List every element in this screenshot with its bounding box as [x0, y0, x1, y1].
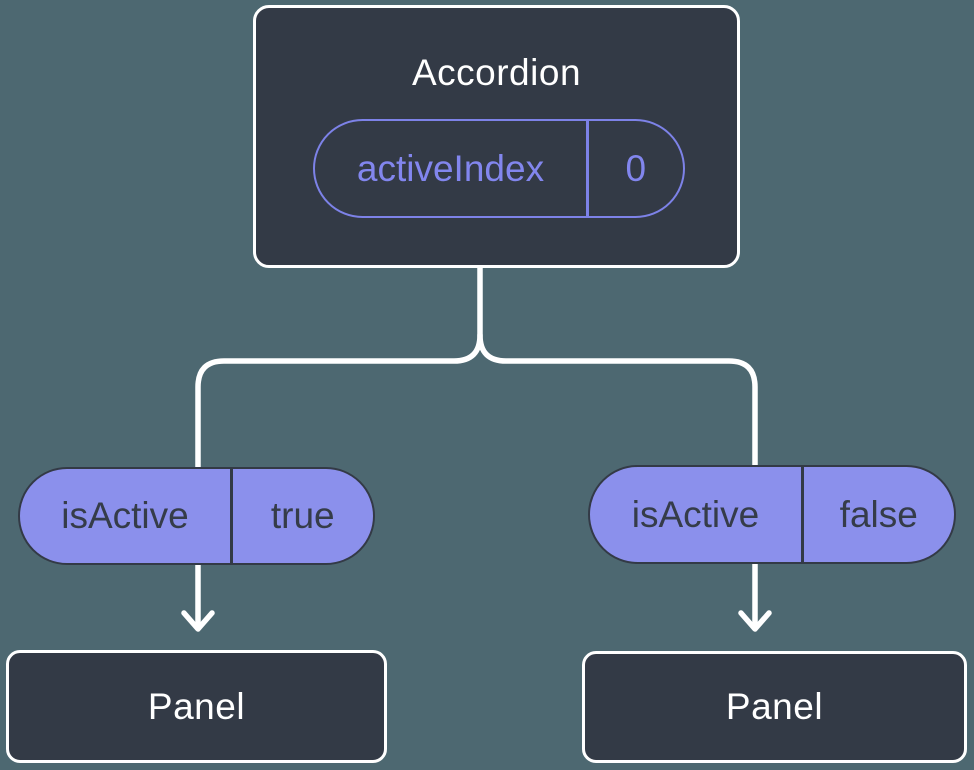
pill-divider	[586, 121, 589, 216]
arrow-down-icon	[738, 610, 772, 632]
pill-divider	[801, 467, 804, 562]
prop-value: true	[270, 495, 335, 536]
prop-name: isActive	[61, 495, 189, 536]
arrow-down-icon	[181, 610, 215, 632]
panel-node-left: Panel	[6, 650, 387, 763]
isactive-prop-pill-left: isActive true	[18, 467, 375, 565]
isactive-prop-pill-right: isActive false	[588, 465, 956, 564]
fork-connector-left	[195, 263, 483, 473]
prop-name: isActive	[631, 493, 760, 535]
accordion-node-title: Accordion	[411, 52, 582, 93]
prop-value: 0	[625, 147, 647, 189]
prop-name: activeIndex	[356, 147, 545, 189]
panel-title: Panel	[725, 686, 824, 727]
pill-divider	[230, 469, 233, 563]
activeindex-prop-pill: activeIndex 0	[313, 119, 685, 218]
fork-connector-right	[477, 332, 758, 471]
panel-title: Panel	[147, 685, 246, 727]
panel-node-right: Panel	[582, 651, 967, 763]
prop-value: false	[839, 493, 918, 535]
accordion-node: Accordion activeIndex 0	[253, 5, 740, 268]
